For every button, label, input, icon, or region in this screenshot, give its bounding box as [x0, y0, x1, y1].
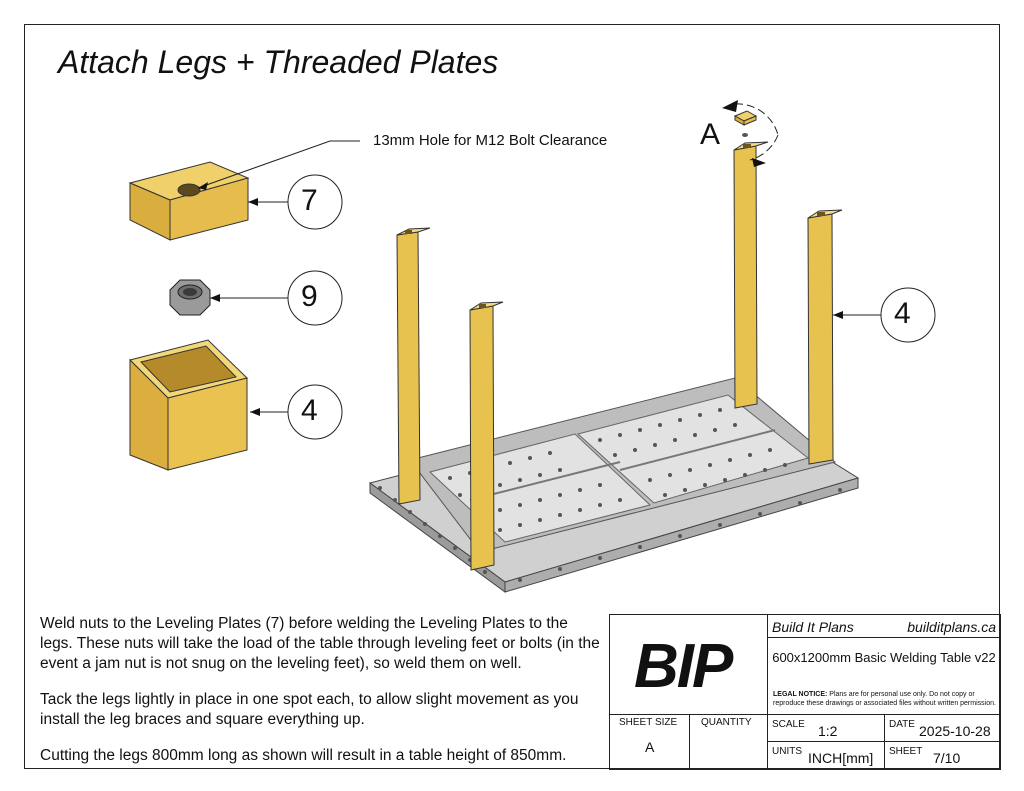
note-paragraph: Weld nuts to the Leveling Plates (7) bef… — [40, 615, 600, 672]
note-paragraph: Tack the legs lightly in place in one sp… — [40, 691, 579, 728]
legal-notice: LEGAL NOTICE: Plans are for personal use… — [773, 690, 997, 708]
page-title: Attach Legs + Threaded Plates — [58, 44, 499, 80]
balloon-9-number: 9 — [301, 280, 318, 313]
table-leg-front-right — [807, 209, 843, 465]
sheet-cell: SHEET 7/10 — [884, 741, 1001, 770]
detail-a-exploded-parts — [733, 110, 758, 137]
balloon-4-right — [880, 287, 936, 343]
date-value: 2025-10-28 — [919, 723, 991, 739]
nut-part — [169, 279, 211, 316]
drawing-border — [24, 24, 1000, 769]
quantity-label: QUANTITY — [701, 717, 752, 728]
sheet-label: SHEET — [889, 746, 923, 757]
scale-label: SCALE — [772, 719, 805, 730]
date-label: DATE — [889, 719, 915, 730]
assembly-notes: Weld nuts to the Leveling Plates (7) bef… — [40, 614, 600, 782]
balloon-4-left — [287, 384, 343, 440]
table-leg-back-right — [733, 141, 769, 409]
hole-icon — [177, 183, 201, 197]
detail-arrow-icon — [722, 100, 738, 112]
sheet-size-value: A — [645, 739, 655, 755]
company-website: builditplans.ca — [907, 619, 996, 635]
sheet-size-label: SHEET SIZE — [619, 717, 678, 728]
note-paragraph: Cutting the legs 800mm long as shown wil… — [40, 747, 567, 764]
sheet-size-cell: SHEET SIZE A — [609, 714, 690, 770]
drawing-title-cell: 600x1200mm Basic Welding Table v22 LEGAL… — [767, 637, 1001, 715]
balloon-4-right-number: 4 — [894, 297, 911, 330]
units-cell: UNITS INCH[mm] — [767, 741, 885, 770]
legal-notice-text: Plans are for personal use only. Do not … — [773, 691, 996, 707]
balloon-7 — [287, 174, 343, 230]
units-value: INCH[mm] — [808, 750, 874, 766]
units-label: UNITS — [772, 746, 802, 757]
scale-cell: SCALE 1:2 — [767, 714, 885, 742]
leveling-plate-part — [128, 161, 250, 241]
detail-a-label: A — [700, 118, 721, 151]
date-cell: DATE 2025-10-28 — [884, 714, 1001, 742]
table-top-plate — [368, 377, 860, 593]
drawing-title: 600x1200mm Basic Welding Table v22 — [772, 650, 996, 665]
balloon-4-left-number: 4 — [301, 394, 318, 427]
title-block: BIP Build It Plans builditplans.ca 600x1… — [609, 614, 1001, 770]
table-leg-front-left — [469, 301, 504, 571]
leg-section-part — [129, 339, 248, 471]
balloon-9 — [287, 270, 343, 326]
hole-note: 13mm Hole for M12 Bolt Clearance — [373, 132, 608, 149]
balloon-7-number: 7 — [301, 184, 318, 217]
logo-cell: BIP — [609, 614, 768, 715]
scale-value: 1:2 — [818, 723, 838, 739]
bip-logo: BIP — [634, 632, 733, 701]
company-cell: Build It Plans builditplans.ca — [767, 614, 1001, 638]
quantity-cell: QUANTITY — [689, 714, 768, 770]
hole-leader-line — [197, 140, 360, 189]
company-name: Build It Plans — [772, 619, 854, 635]
detail-a-circle — [734, 103, 779, 136]
sheet-value: 7/10 — [933, 750, 961, 766]
table-leg-back-left — [396, 227, 431, 505]
legal-notice-heading: LEGAL NOTICE: — [773, 691, 828, 698]
